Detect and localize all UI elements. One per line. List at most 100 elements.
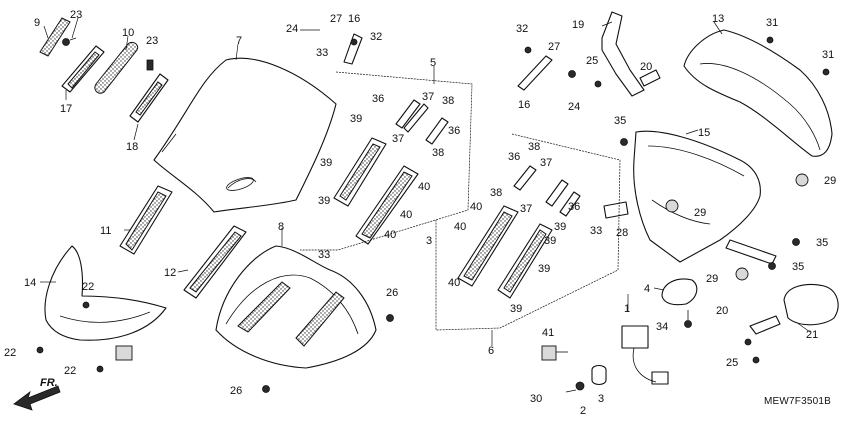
callout-label: 34 (656, 321, 668, 333)
callout-label: 4 (644, 283, 650, 295)
bolt-part-34 (684, 310, 692, 328)
callout-label: 35 (816, 237, 828, 249)
callout-label: 39 (510, 303, 522, 315)
callout-label: 28 (616, 227, 628, 239)
front-direction-label: FR. (40, 377, 58, 389)
fairing-stay-frame-part (603, 130, 809, 281)
callout-label: 40 (418, 181, 430, 193)
callout-label: 40 (384, 229, 396, 241)
stay-link-parts (343, 33, 553, 91)
callout-label: 25 (726, 357, 738, 369)
callout-label: 37 (392, 133, 404, 145)
callout-label: 3 (426, 235, 432, 247)
callout-label: 18 (126, 141, 138, 153)
callout-label: 22 (82, 281, 94, 293)
callout-labels: 9 23 17 10 23 18 7 24 27 16 32 33 5 36 3… (4, 9, 836, 417)
callout-label: 2 (580, 405, 586, 417)
upper-right-bracket-part (457, 165, 581, 299)
callout-label: 40 (454, 221, 466, 233)
rear-view-mirror-part (744, 283, 839, 364)
side-garnish-part (61, 37, 105, 93)
leader-lines (40, 17, 811, 346)
right-duct-part (183, 225, 247, 299)
callout-label: 27 (330, 13, 342, 25)
callout-label: 33 (318, 249, 330, 261)
callout-label: 16 (348, 13, 360, 25)
callout-label: 29 (706, 273, 718, 285)
callout-label: 40 (448, 277, 460, 289)
callout-label: 22 (4, 347, 16, 359)
callout-label: 1 (624, 303, 630, 315)
clip-part (541, 345, 568, 361)
callout-label: 21 (806, 329, 818, 341)
group-outline-5 (300, 71, 473, 251)
callout-label: 13 (712, 13, 724, 25)
group-outline-6 (435, 133, 621, 331)
callout-label: 37 (520, 203, 532, 215)
callout-label: 10 (122, 27, 134, 39)
callout-label: 37 (422, 91, 434, 103)
socket-harness-part (565, 325, 669, 393)
trim-pad-part (94, 41, 139, 94)
callout-label: 39 (544, 235, 556, 247)
callout-label: 35 (792, 261, 804, 273)
callout-label: 38 (432, 147, 444, 159)
callout-label: 6 (488, 345, 494, 357)
windscreen-part (153, 57, 337, 213)
callout-label: 29 (824, 175, 836, 187)
callout-label: 31 (766, 17, 778, 29)
callout-label: 41 (542, 327, 554, 339)
callout-label: 38 (490, 187, 502, 199)
callout-label: 36 (372, 93, 384, 105)
inner-panel-part (683, 29, 833, 157)
callout-label: 16 (518, 99, 530, 111)
callout-label: 32 (370, 31, 382, 43)
callout-label: 40 (470, 201, 482, 213)
callout-label: 12 (164, 267, 176, 279)
callout-label: 37 (540, 157, 552, 169)
callout-label: 26 (386, 287, 398, 299)
callout-label: 7 (236, 35, 242, 47)
callout-label: 31 (822, 49, 834, 61)
front-direction-arrow: FR. (13, 377, 61, 411)
lower-cowl-part (36, 245, 167, 373)
callout-label: 23 (70, 9, 82, 21)
callout-label: 20 (640, 61, 652, 73)
callout-label: 9 (34, 17, 40, 29)
callout-label: 19 (572, 19, 584, 31)
front-fairing-part (215, 245, 394, 393)
callout-label: 17 (60, 103, 72, 115)
callout-label: 3 (598, 393, 604, 405)
callout-label: 36 (448, 125, 460, 137)
callout-label: 29 (694, 207, 706, 219)
callout-label: 24 (568, 101, 580, 113)
callout-label: 38 (528, 141, 540, 153)
callout-label: 36 (568, 201, 580, 213)
callout-label: 23 (146, 35, 158, 47)
callout-label: 20 (716, 305, 728, 317)
inner-garnish-part (129, 59, 169, 123)
callout-label: 38 (442, 95, 454, 107)
callout-label: 35 (614, 115, 626, 127)
callout-label: 30 (530, 393, 542, 405)
callout-label: 39 (318, 195, 330, 207)
callout-label: 24 (286, 23, 298, 35)
grommet-cap-part (653, 278, 698, 306)
callout-label: 39 (554, 221, 566, 233)
callout-label: 22 (64, 365, 76, 377)
callout-label: 36 (508, 151, 520, 163)
callout-label: 5 (430, 57, 436, 69)
callout-label: 33 (590, 225, 602, 237)
mirror-stay-part (568, 11, 661, 97)
callout-label: 8 (278, 221, 284, 233)
upper-left-bracket-part (333, 99, 449, 245)
callout-label: 39 (350, 113, 362, 125)
callout-label: 40 (400, 209, 412, 221)
callout-label: 25 (586, 55, 598, 67)
callout-label: 26 (230, 385, 242, 397)
callout-label: 39 (538, 263, 550, 275)
callout-label: 11 (100, 225, 111, 237)
callout-label: 15 (698, 127, 710, 139)
diagram-part-code: MEW7F3501B (764, 396, 831, 407)
callout-label: 27 (548, 41, 560, 53)
